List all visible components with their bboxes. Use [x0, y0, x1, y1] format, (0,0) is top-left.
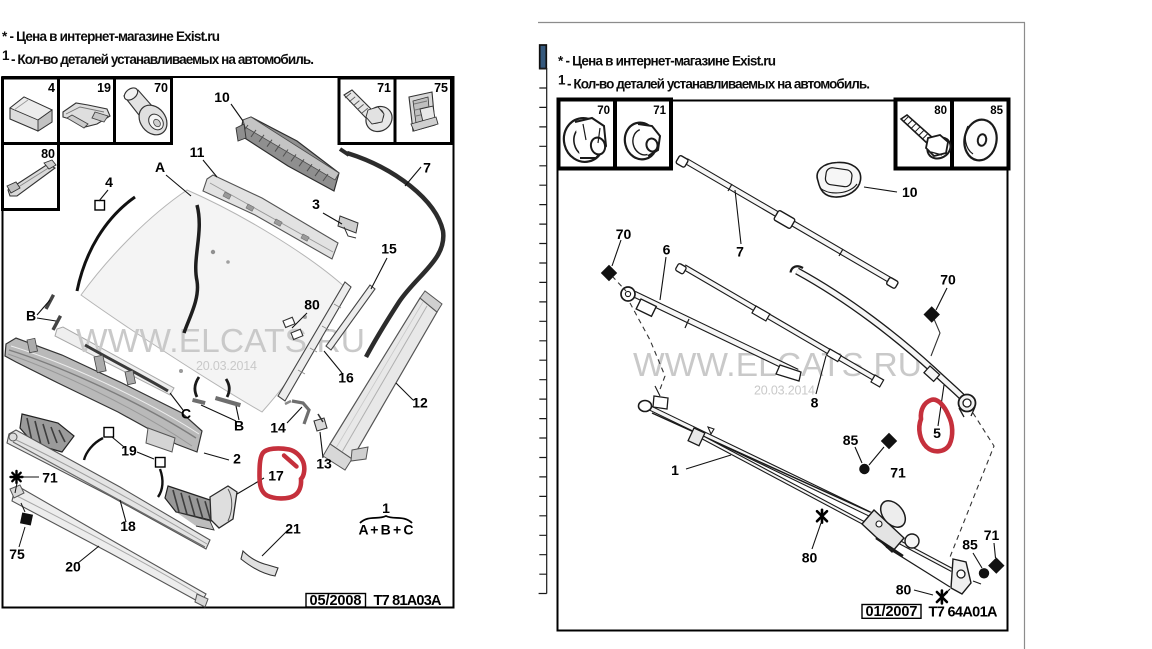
- svg-text:71: 71: [890, 465, 906, 481]
- svg-text:5: 5: [933, 425, 941, 441]
- svg-text:20.03.2014: 20.03.2014: [754, 384, 815, 398]
- svg-text:80: 80: [896, 582, 912, 598]
- svg-text:* - Цена в интернет-магазине E: * - Цена в интернет-магазине Exist.ru: [2, 29, 220, 44]
- svg-text:* - Цена в интернет-магазине E: * - Цена в интернет-магазине Exist.ru: [558, 54, 776, 69]
- svg-text:01/2007: 01/2007: [866, 604, 918, 620]
- svg-text:A + B + C: A + B + C: [359, 522, 414, 538]
- svg-text:20: 20: [65, 559, 81, 575]
- svg-text:75: 75: [9, 546, 25, 562]
- svg-text:6: 6: [663, 242, 671, 258]
- svg-text:19: 19: [121, 443, 137, 459]
- svg-text:1: 1: [2, 48, 10, 63]
- svg-text:80: 80: [41, 147, 55, 161]
- svg-text:C: C: [181, 406, 191, 422]
- svg-text:3: 3: [312, 196, 320, 212]
- svg-text:70: 70: [154, 81, 168, 95]
- svg-text:80: 80: [304, 297, 320, 313]
- svg-text:71: 71: [377, 81, 391, 95]
- svg-text:85: 85: [843, 432, 859, 448]
- svg-text:10: 10: [214, 89, 230, 105]
- svg-text:21: 21: [285, 521, 301, 537]
- svg-text:14: 14: [270, 420, 286, 436]
- svg-text:B: B: [234, 418, 244, 434]
- svg-text:85: 85: [962, 537, 978, 553]
- svg-text:- Кол-во деталей устанавливаем: - Кол-во деталей устанавливаемых на авто…: [567, 77, 870, 92]
- svg-text:B: B: [26, 308, 36, 324]
- svg-text:7: 7: [736, 244, 744, 260]
- svg-text:T7 64A01A: T7 64A01A: [929, 605, 999, 621]
- svg-text:- Кол-во деталей устанавливаем: - Кол-во деталей устанавливаемых на авто…: [11, 52, 314, 67]
- svg-text:70: 70: [597, 105, 610, 117]
- svg-text:18: 18: [120, 518, 136, 534]
- svg-text:70: 70: [616, 226, 632, 242]
- svg-text:1: 1: [382, 500, 390, 516]
- svg-text:12: 12: [412, 395, 428, 411]
- svg-text:13: 13: [316, 456, 332, 472]
- svg-text:85: 85: [990, 105, 1003, 117]
- svg-text:17: 17: [268, 468, 284, 484]
- svg-text:05/2008: 05/2008: [310, 593, 362, 609]
- svg-text:70: 70: [940, 272, 956, 288]
- svg-text:A: A: [155, 159, 165, 175]
- svg-text:20.03.2014: 20.03.2014: [196, 359, 257, 373]
- svg-text:75: 75: [434, 81, 448, 95]
- svg-text:19: 19: [97, 81, 111, 95]
- svg-text:2: 2: [233, 451, 241, 467]
- svg-text:1: 1: [558, 73, 566, 88]
- svg-text:10: 10: [902, 184, 918, 200]
- svg-text:11: 11: [190, 144, 205, 160]
- svg-text:1: 1: [671, 462, 679, 478]
- svg-text:80: 80: [802, 550, 818, 566]
- svg-text:7: 7: [423, 160, 431, 176]
- svg-text:T7 81A03A: T7 81A03A: [374, 593, 443, 609]
- svg-text:8: 8: [811, 395, 819, 411]
- svg-text:4: 4: [48, 81, 55, 95]
- svg-text:4: 4: [105, 174, 113, 190]
- svg-text:71: 71: [984, 527, 1000, 543]
- svg-text:15: 15: [381, 241, 397, 257]
- svg-text:80: 80: [934, 105, 947, 117]
- svg-text:71: 71: [653, 105, 666, 117]
- svg-text:16: 16: [338, 370, 354, 386]
- svg-text:71: 71: [42, 470, 58, 486]
